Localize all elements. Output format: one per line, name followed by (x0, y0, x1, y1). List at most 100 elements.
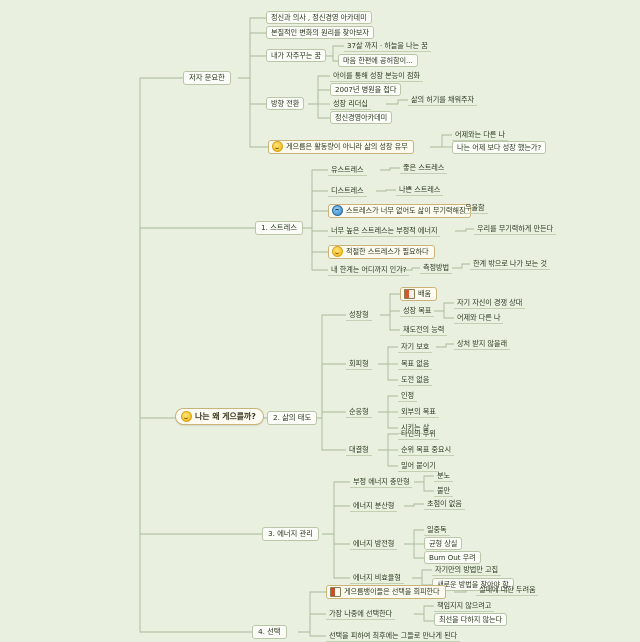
node-energy-drained-child-2[interactable]: Burn Out 우려 (424, 551, 481, 564)
node-choice-avoid[interactable]: 게으름뱅이들은 선택을 회피한다 (326, 585, 446, 599)
node-attitude-compliant-child-1[interactable]: 외부의 목표 (398, 406, 439, 418)
node-label: 실패에 대한 두려움 (479, 584, 536, 594)
node-author-laziness[interactable]: 게으름은 활동량이 아니라 삶의 성장 유무 (268, 140, 414, 154)
node-stress-eustress[interactable]: 유스트레스 (328, 164, 367, 176)
node-author-pivot[interactable]: 방향 전환 (266, 97, 305, 110)
node-author-pivot-child-1[interactable]: 2007년 병원을 접다 (330, 83, 402, 96)
node-choice-last-child-1[interactable]: 최선을 다하지 않는다 (434, 613, 507, 626)
node-author-dream[interactable]: 내가 자주꾸는 꿈 (266, 49, 326, 62)
node-energy-inefficient[interactable]: 에너지 비효율형 (350, 572, 404, 584)
node-author-laziness-child-0[interactable]: 어제와는 다른 나 (452, 129, 508, 141)
node-energy-inefficient-child-0[interactable]: 자기만의 방법만 고집 (432, 564, 501, 576)
node-label: 게으름은 활동량이 아니라 삶의 성장 유무 (286, 142, 408, 151)
node-author-dream-child-1[interactable]: 마음 한편에 공허함이... (338, 54, 418, 67)
note-icon (330, 586, 341, 597)
node-label: 책임지지 않으려고 (437, 600, 492, 610)
node-label: 분노 (437, 470, 451, 480)
node-author-pivot-grandchild[interactable]: 삶의 허기를 채워주자 (408, 94, 477, 106)
node-attitude-compliant-child-2[interactable]: 시키는 삶 (398, 422, 433, 434)
node-label: 우울함 (465, 202, 485, 212)
node-attitude-confrontational-child-2[interactable]: 밀어 붙이기 (398, 460, 439, 472)
node-label: 내가 자주꾸는 꿈 (271, 50, 321, 60)
sad-icon (332, 205, 343, 216)
node-energy-scattered-child[interactable]: 초점이 없음 (424, 498, 465, 510)
node-attitude-growth-goal-child-1[interactable]: 어제와 다른 나 (454, 312, 504, 324)
node-label: 어제와 다른 나 (457, 312, 501, 322)
node-author-pivot-child-2[interactable]: 성장 리더십 (330, 98, 371, 110)
node-author-pivot-child-3[interactable]: 정신경영아카데미 (330, 111, 393, 124)
branch-stress[interactable]: 1. 스트레스 (255, 221, 303, 235)
node-energy-negative-child-1[interactable]: 불만 (434, 485, 454, 497)
node-attitude-avoidant[interactable]: 회피형 (346, 358, 372, 370)
node-attitude-growth-learning[interactable]: 배움 (400, 287, 438, 301)
node-attitude-growth-goal-child-0[interactable]: 자기 자신이 경쟁 상대 (454, 297, 526, 309)
smiley-icon (272, 141, 283, 152)
node-energy-drained[interactable]: 에너지 방전형 (350, 538, 398, 550)
node-attitude-avoidant-child-1[interactable]: 목표 없음 (398, 358, 433, 370)
node-stress-limit-method-child[interactable]: 한계 밖으로 나가 보는 것 (470, 258, 550, 270)
node-choice-last[interactable]: 가장 나중에 선택한다 (326, 608, 395, 620)
node-label: 시키는 삶 (401, 422, 430, 432)
node-label: 삶의 허기를 채워주자 (411, 94, 474, 104)
node-label: 타인의 우위 (401, 428, 436, 438)
node-attitude-avoidant-grandchild[interactable]: 상처 받지 않을래 (454, 338, 510, 350)
node-label: 적절한 스트레스가 필요하다 (346, 247, 429, 256)
node-author-dream-child-0[interactable]: 37살 까지 · 하늘을 나는 꿈 (344, 40, 431, 52)
node-label: 자기 보호 (401, 341, 430, 351)
branch-choice[interactable]: 4. 선택 (252, 625, 287, 639)
node-stress-limit-method[interactable]: 측정방법 (420, 262, 453, 274)
branch-energy[interactable]: 3. 에너지 관리 (262, 527, 319, 541)
node-label: 불만 (437, 485, 451, 495)
node-stress-limit[interactable]: 내 한계는 어디까지 인가? (328, 264, 410, 276)
node-label: 외부의 목표 (401, 406, 436, 416)
node-stress-needed[interactable]: 적절한 스트레스가 필요하다 (328, 245, 435, 259)
node-author-item-1[interactable]: 본질적인 변화의 원리를 찾아보자 (266, 26, 374, 39)
node-label: 최선을 다하지 않는다 (439, 614, 502, 624)
node-energy-drained-child-1[interactable]: 균형 상실 (424, 537, 463, 550)
node-label: 성장형 (349, 309, 369, 319)
node-label: 균형 상실 (429, 538, 458, 548)
node-label: 좋은 스트레스 (403, 162, 445, 172)
node-energy-negative-child-0[interactable]: 분노 (434, 470, 454, 482)
node-label: 측정방법 (423, 262, 450, 272)
branch-author[interactable]: 저자 문요한 (183, 71, 231, 85)
node-attitude-growth-goal[interactable]: 성장 목표 (400, 305, 435, 317)
node-author-item-0[interactable]: 정신과 의사 , 정신경영 아카데미 (266, 11, 372, 24)
node-label: 도전 없음 (401, 374, 430, 384)
node-attitude-growth[interactable]: 성장형 (346, 309, 372, 321)
node-stress-too-high[interactable]: 너무 높은 스트레스는 부정적 에너지 (328, 225, 441, 237)
node-attitude-compliant-child-0[interactable]: 인정 (398, 390, 418, 402)
node-energy-inefficient-child-1[interactable]: 새로운 방법을 찾아야 함 (432, 578, 514, 591)
node-choice-consequence[interactable]: 선택을 피하여 최후에는 그들로 만나게 된다 (326, 630, 461, 642)
node-attitude-confrontational-child-0[interactable]: 타인의 우위 (398, 428, 439, 440)
node-attitude-compliant[interactable]: 순응형 (346, 406, 372, 418)
node-stress-distress-child[interactable]: 나쁜 스트레스 (396, 184, 444, 196)
node-choice-last-child-0[interactable]: 책임지지 않으려고 (434, 600, 495, 612)
branch-attitude[interactable]: 2. 삶의 태도 (267, 411, 318, 425)
root-node[interactable]: 나는 왜 게으를까? (175, 408, 264, 425)
node-stress-too-low[interactable]: 스트레스가 너무 없어도 삶이 무기력해짐 (328, 204, 472, 218)
node-label: 성장 리더십 (333, 98, 368, 108)
node-attitude-avoidant-child-0[interactable]: 자기 보호 (398, 341, 433, 353)
node-attitude-avoidant-child-2[interactable]: 도전 없음 (398, 374, 433, 386)
node-attitude-confrontational-child-1[interactable]: 순위 목표 중요시 (398, 444, 454, 456)
smiley-icon (332, 246, 343, 257)
node-choice-avoid-child[interactable]: 실패에 대한 두려움 (476, 584, 539, 596)
node-author-laziness-child-1[interactable]: 나는 어제 보다 성장 했는가? (452, 141, 547, 154)
node-stress-distress[interactable]: 디스트레스 (328, 185, 367, 197)
node-label: 대결형 (349, 444, 369, 454)
node-label: 초점이 없음 (427, 498, 462, 508)
node-stress-too-low-child[interactable]: 우울함 (462, 202, 488, 214)
node-label: 밀어 붙이기 (401, 460, 436, 470)
node-label: 마음 한편에 공허함이... (343, 55, 413, 65)
node-stress-too-high-child[interactable]: 우리를 무기력하게 만든다 (474, 223, 557, 235)
node-attitude-confrontational[interactable]: 대결형 (346, 444, 372, 456)
node-attitude-growth-retry[interactable]: 재도전의 능력 (400, 324, 448, 336)
node-energy-negative[interactable]: 부정 에너지 충만형 (350, 476, 413, 488)
node-energy-drained-child-0[interactable]: 일중독 (424, 524, 450, 536)
node-author-pivot-child-0[interactable]: 아이를 통해 성장 본능이 점화 (330, 70, 423, 82)
node-energy-scattered[interactable]: 에너지 분산형 (350, 500, 398, 512)
node-stress-eustress-child[interactable]: 좋은 스트레스 (400, 162, 448, 174)
